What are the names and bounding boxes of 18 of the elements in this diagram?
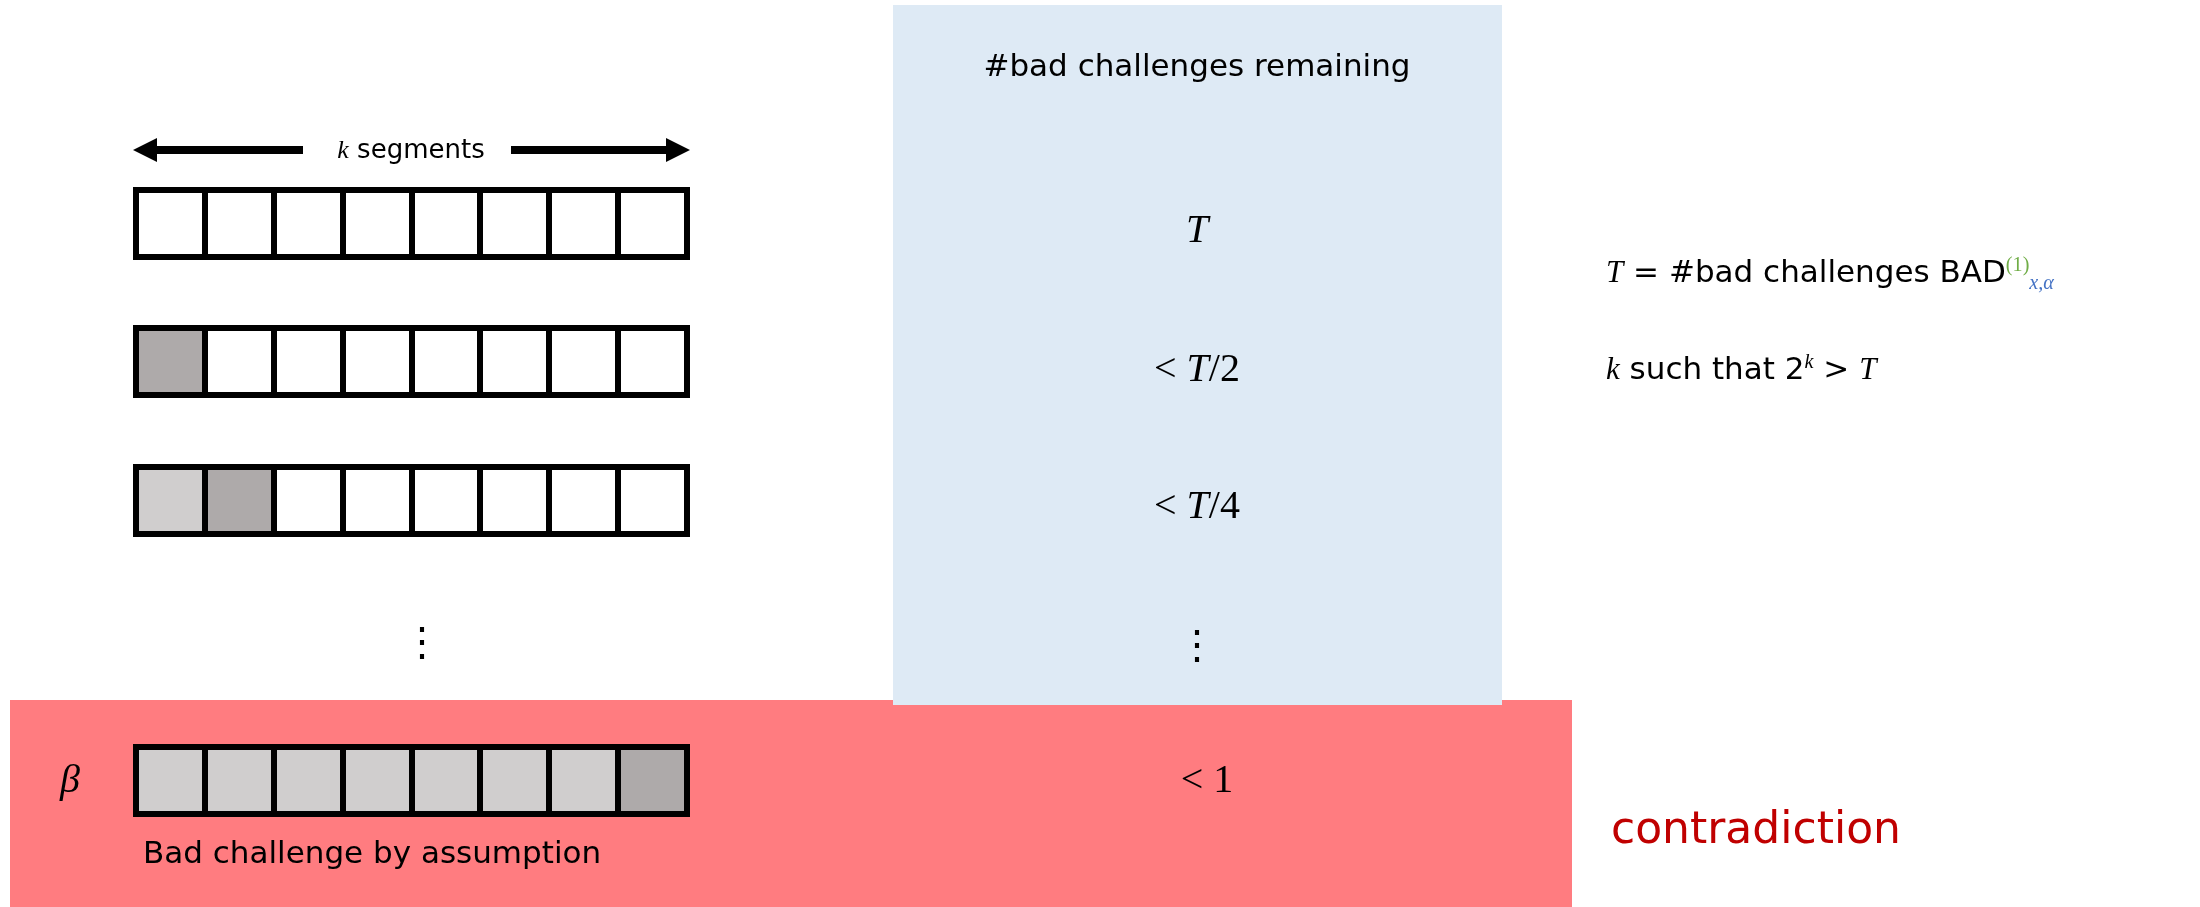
node-label: Bad challenge by assumption	[143, 834, 602, 872]
segment-bar	[133, 464, 690, 537]
math-expression: < 1	[1180, 755, 1234, 803]
segment-bar	[133, 187, 690, 260]
segment-bar	[133, 744, 690, 817]
math-symbol: β	[60, 755, 80, 803]
ellipsis: ⋮	[402, 618, 442, 666]
column-heading: #bad challenges remaining	[983, 47, 1411, 85]
math-expression: < T/2	[1154, 344, 1240, 392]
math-expression: T	[1185, 205, 1209, 253]
segment-bar	[133, 325, 690, 398]
condition-text: k such that 2$^{k}$ > T	[1606, 348, 1877, 388]
ellipsis: ⋮	[1177, 621, 1217, 669]
conclusion-text: contradiction	[1611, 801, 1901, 855]
highlight-band	[10, 700, 1572, 907]
dimension-label: k segments	[337, 134, 485, 166]
table-column	[893, 5, 1502, 705]
math-expression: < T/4	[1154, 481, 1240, 529]
